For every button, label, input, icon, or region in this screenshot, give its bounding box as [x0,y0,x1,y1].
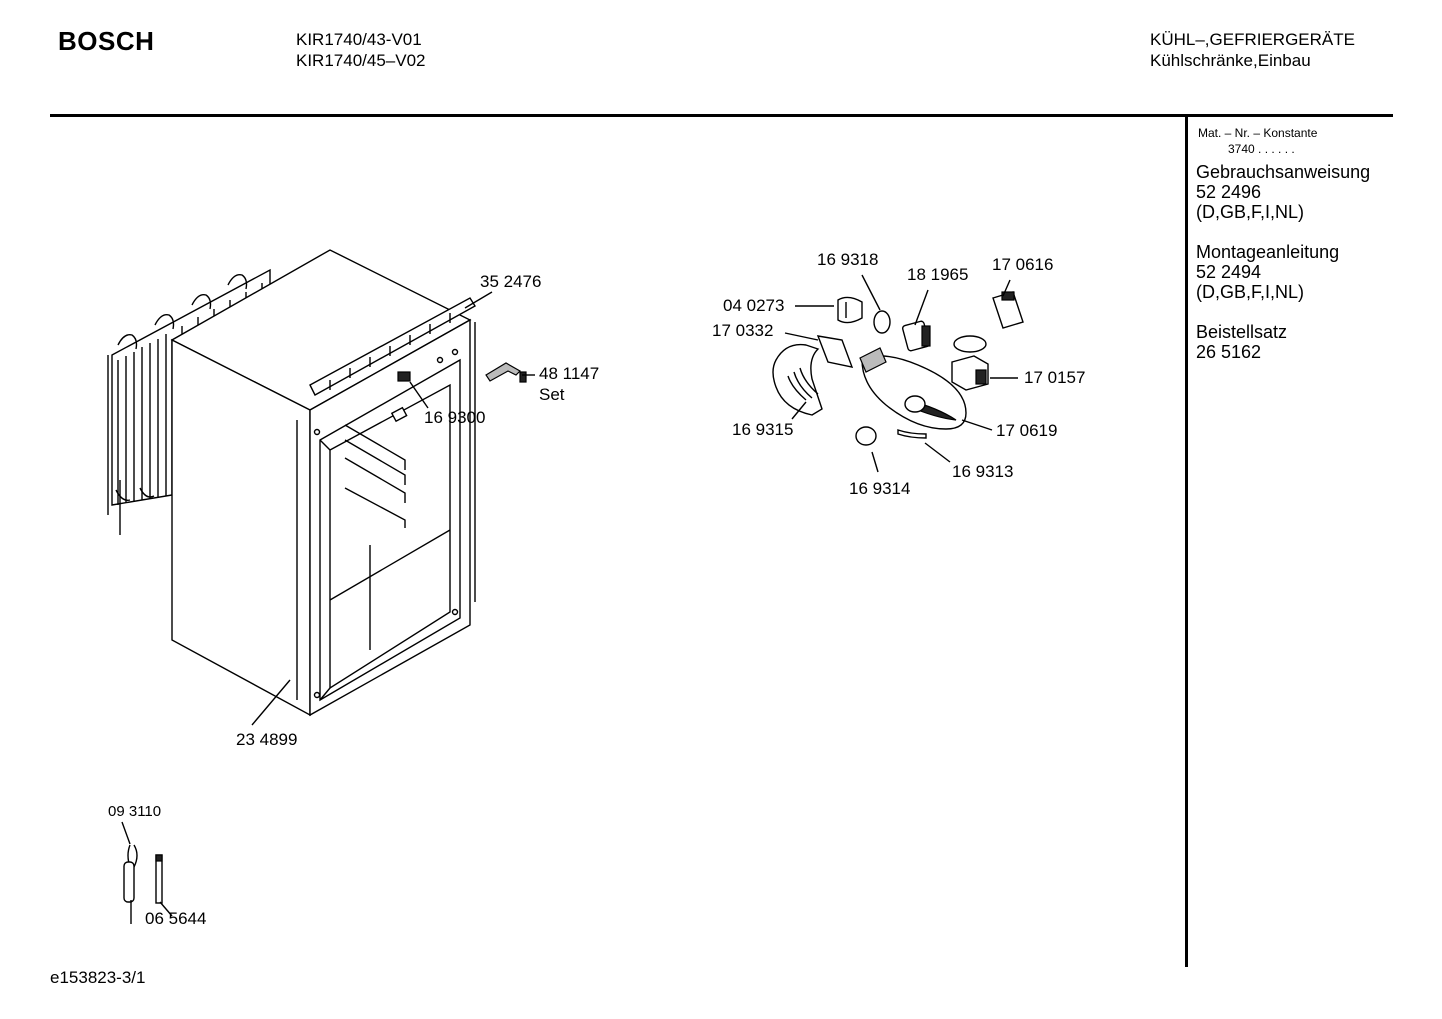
label-35-2476: 35 2476 [480,272,542,291]
accessory-number: 26 5162 [1196,342,1262,362]
top-rail [309,297,476,396]
header-divider [50,114,1393,117]
manual-languages: (D,GB,F,I,NL) [1196,202,1305,222]
mat-nr-label: Mat. – Nr. – Konstante [1198,126,1318,140]
model-number-1: KIR1740/43-V01 [296,30,422,49]
install-languages: (D,GB,F,I,NL) [1196,282,1305,302]
light-switch-part [397,371,411,382]
label-17-0619: 17 0619 [996,421,1058,440]
manual-title: Gebrauchsanweisung [1196,162,1371,182]
bracket-set [485,362,521,382]
install-number: 52 2494 [1196,262,1262,282]
label-17-0157: 17 0157 [1024,368,1086,387]
sensor-parts [123,844,163,924]
manual-number: 52 2496 [1196,182,1262,202]
cabinet-body [170,249,476,717]
accessory-title: Beistellsatz [1196,322,1288,342]
label-16-9313: 16 9313 [952,462,1014,481]
label-17-0616: 17 0616 [992,255,1054,274]
label-17-0332: 17 0332 [712,321,774,340]
label-16-9300: 16 9300 [424,408,486,427]
label-16-9318: 16 9318 [817,250,879,269]
model-number-2: KIR1740/45–V02 [296,51,426,70]
brand-logo: BOSCH [58,26,155,56]
label-04-0273: 04 0273 [723,296,785,315]
category-subtitle: Kühlschränke,Einbau [1150,51,1311,70]
mat-nr-value: 3740 . . . . . . [1228,142,1295,156]
label-18-1965: 18 1965 [907,265,969,284]
drawing-id: e153823-3/1 [50,968,146,987]
category-title: KÜHL–,GEFRIERGERÄTE [1150,30,1355,49]
label-06-5644: 06 5644 [145,909,207,928]
leader-lines [121,274,1018,917]
label-48-1147-set: Set [539,385,565,404]
label-48-1147: 48 1147 [539,364,600,383]
shelf-rails [344,424,406,528]
install-title: Montageanleitung [1196,242,1340,262]
label-09-3110: 09 3110 [108,803,162,820]
thermostat-assembly [772,291,1024,446]
label-23-4899: 23 4899 [236,730,298,749]
label-16-9315: 16 9315 [732,420,794,439]
label-16-9314: 16 9314 [849,479,911,498]
side-panel-divider [1185,117,1188,967]
